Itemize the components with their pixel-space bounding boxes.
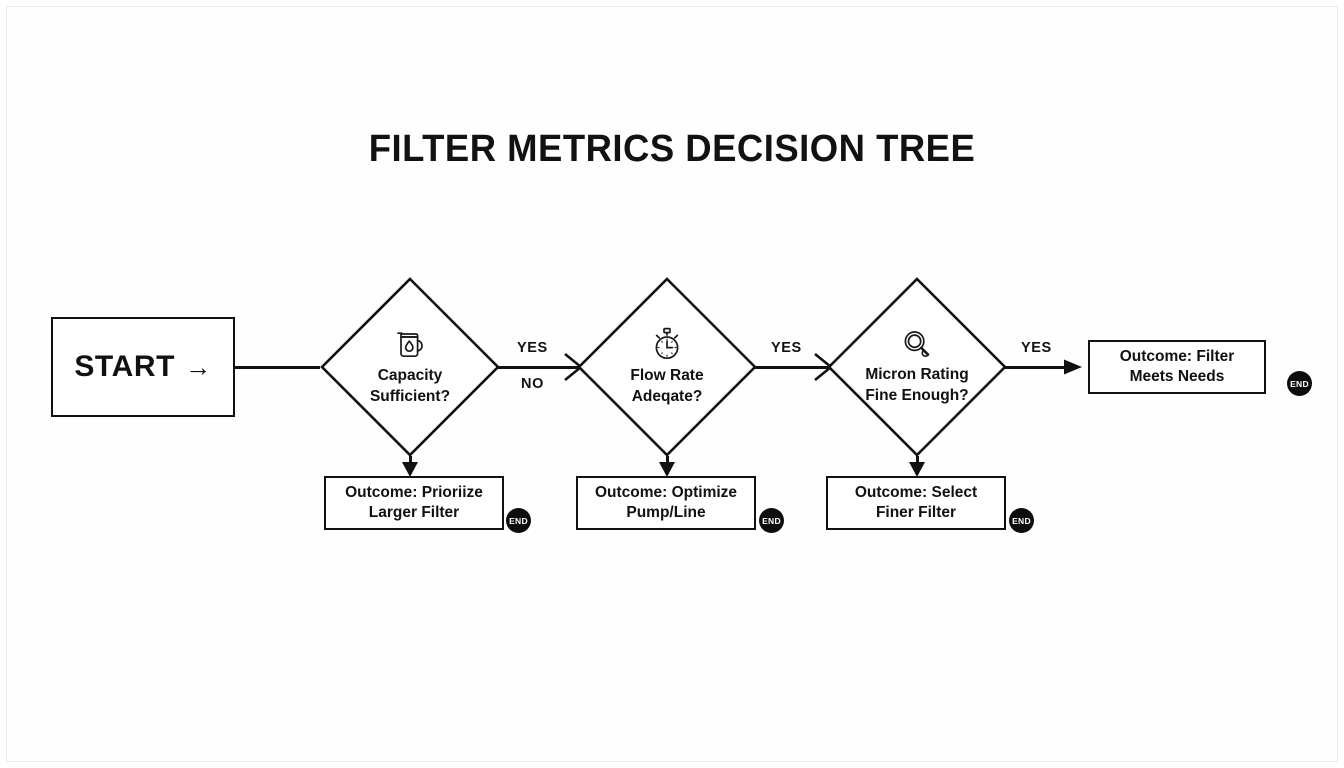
- edge-label-capacity-no: NO: [521, 376, 544, 392]
- outcome-label-line2: Finer Filter: [875, 504, 957, 521]
- edge-label-micron-yes: YES: [1021, 340, 1052, 356]
- diamond-outline: [577, 277, 757, 457]
- outcome-node-filter-meets-needs[interactable]: Outcome: Filter Meets Needs: [1088, 340, 1266, 394]
- edge-label-flow-yes: YES: [771, 340, 802, 356]
- end-badge: END: [1287, 371, 1312, 396]
- end-badge: END: [506, 508, 531, 533]
- arrowhead-capacity-to-outcome1: [402, 462, 418, 477]
- outcome-label: Outcome: Select Finer Filter: [855, 483, 977, 523]
- start-label: START: [74, 350, 176, 383]
- connector-start-to-capacity: [235, 366, 320, 369]
- end-badge: END: [1009, 508, 1034, 533]
- arrowhead-flow-to-outcome2: [659, 462, 675, 477]
- outcome-label: Outcome: Optimize Pump/Line: [595, 483, 737, 523]
- outcome-label: Outcome: Filter Meets Needs: [1120, 347, 1235, 387]
- arrowhead-micron-to-outcome3: [909, 462, 925, 477]
- connector-micron-to-final: [1005, 366, 1071, 369]
- outcome-label-line1: Outcome: Prioriize: [345, 484, 483, 502]
- outcome-label-line2: Pump/Line: [626, 504, 706, 521]
- decision-node-flow-rate[interactable]: Flow Rate Adeqate?: [575, 275, 759, 459]
- decision-node-capacity[interactable]: Capacity Sufficient?: [318, 275, 502, 459]
- outcome-label-line1: Outcome: Filter: [1119, 348, 1235, 366]
- start-node[interactable]: START →: [51, 317, 235, 417]
- outcome-node-prioritize-larger-filter[interactable]: Outcome: Prioriize Larger Filter: [324, 476, 504, 530]
- edge-label-capacity-yes: YES: [517, 340, 548, 356]
- outcome-label-line2: Larger Filter: [368, 504, 460, 521]
- start-arrow-icon: →: [185, 352, 212, 382]
- page-title: FILTER METRICS DECISION TREE: [368, 128, 976, 170]
- outcome-label: Outcome: Prioriize Larger Filter: [345, 483, 483, 523]
- outcome-label-line1: Outcome: Select: [854, 484, 978, 502]
- end-badge: END: [759, 508, 784, 533]
- arrowhead-micron-to-final: [1064, 359, 1082, 375]
- diamond-outline: [827, 277, 1007, 457]
- connector-capacity-to-flow: [498, 366, 580, 369]
- outcome-label-line1: Outcome: Optimize: [594, 484, 738, 502]
- outcome-node-optimize-pump-line[interactable]: Outcome: Optimize Pump/Line: [576, 476, 756, 530]
- diamond-outline: [320, 277, 500, 457]
- decision-node-micron-rating[interactable]: Micron Rating Fine Enough?: [825, 275, 1009, 459]
- connector-flow-to-micron: [755, 366, 833, 369]
- outcome-node-select-finer-filter[interactable]: Outcome: Select Finer Filter: [826, 476, 1006, 530]
- outcome-label-line2: Meets Needs: [1129, 368, 1225, 385]
